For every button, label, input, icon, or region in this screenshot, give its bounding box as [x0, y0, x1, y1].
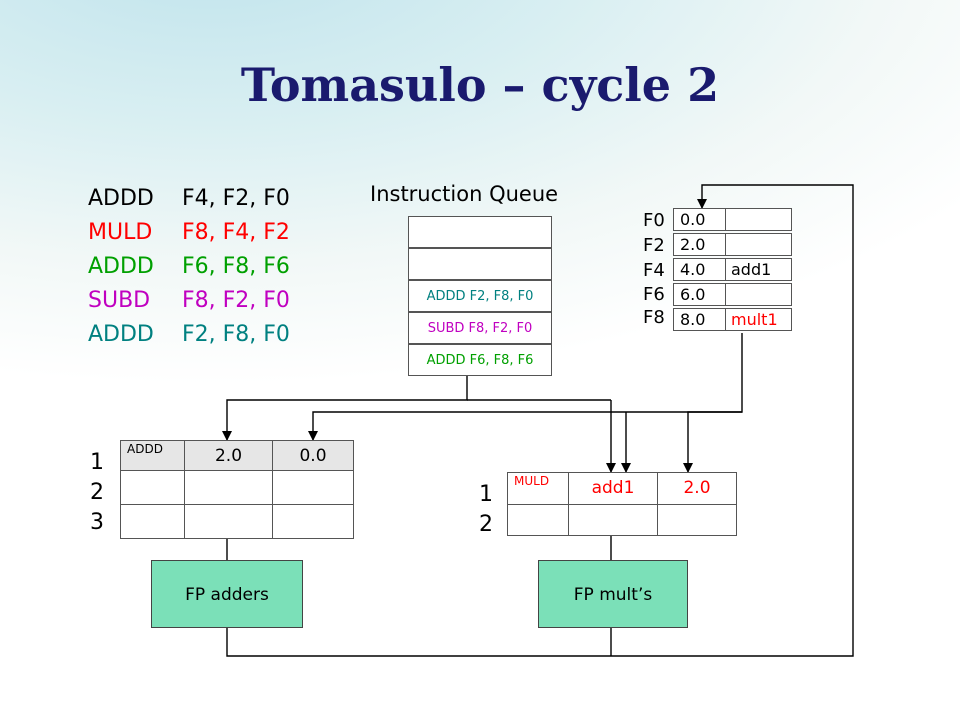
- mult-rs-op: MULD: [507, 472, 569, 505]
- adder-rs-op: ADDD: [120, 440, 185, 471]
- program-line: ADDD F2, F8, F0: [88, 318, 290, 352]
- queue-entry: SUBD F8, F2, F0: [408, 312, 552, 344]
- queue-dispatch-line: [222, 373, 468, 441]
- register-name: F4: [643, 260, 665, 281]
- program-listing: ADDD F4, F2, F0 MULD F8, F4, F2 ADDD F6, F8…: [88, 182, 290, 352]
- register-value: 2.0: [673, 233, 726, 256]
- adder-rs-operand: 0.0: [272, 440, 354, 471]
- program-args: F6, F8, F6: [182, 254, 290, 279]
- register-value: 0.0: [673, 208, 726, 231]
- register-value: 6.0: [673, 283, 726, 306]
- program-line: MULD F8, F4, F2: [88, 216, 290, 250]
- adder-rs-operand: [184, 470, 273, 505]
- mult-rs-op: [507, 504, 569, 536]
- fp-adders-unit: FP adders: [151, 560, 303, 628]
- program-args: F8, F4, F2: [182, 220, 290, 245]
- register-tag: mult1: [725, 308, 792, 331]
- adder-rs-operand: 2.0: [184, 440, 273, 471]
- mult-rs-number: 2: [479, 512, 493, 537]
- adder-rs-operand: [184, 504, 273, 539]
- common-data-bus: [226, 184, 854, 657]
- register-name: F8: [643, 307, 665, 328]
- adder-rs-number: 2: [90, 480, 104, 505]
- register-tag: [725, 233, 792, 256]
- register-tag: add1: [725, 258, 792, 281]
- adder-rs-op: [120, 470, 185, 505]
- program-op: ADDD: [88, 254, 154, 279]
- register-name: F6: [643, 284, 665, 305]
- program-op: ADDD: [88, 322, 154, 347]
- queue-entry: ADDD F6, F8, F6: [408, 344, 552, 376]
- adder-rs-number: 3: [90, 510, 104, 535]
- mult-rs-operand: [657, 504, 737, 536]
- mult-rs-operand: [568, 504, 658, 536]
- program-line: ADDD F4, F2, F0: [88, 182, 290, 216]
- mult-rs-number: 1: [479, 482, 493, 507]
- program-op: SUBD: [88, 288, 151, 313]
- queue-entry: ADDD F2, F8, F0: [408, 280, 552, 312]
- register-value: 8.0: [673, 308, 726, 331]
- program-args: F2, F8, F0: [182, 322, 290, 347]
- adder-rs-operand: [272, 504, 354, 539]
- register-bus-adder: [308, 333, 743, 441]
- adder-rs-number: 1: [90, 450, 104, 475]
- program-args: F4, F2, F0: [182, 186, 290, 211]
- register-tag: [725, 283, 792, 306]
- queue-entry: [408, 216, 552, 248]
- fp-mults-unit: FP mult’s: [538, 560, 688, 628]
- mult-rs-operand: add1: [568, 472, 658, 505]
- register-name: F0: [643, 210, 665, 231]
- program-line: SUBD F8, F2, F0: [88, 284, 290, 318]
- page-title: Tomasulo – cycle 2: [240, 58, 720, 112]
- mult-rs-operand: 2.0: [657, 472, 737, 505]
- program-line: ADDD F6, F8, F6: [88, 250, 290, 284]
- program-args: F8, F2, F0: [182, 288, 290, 313]
- program-op: ADDD: [88, 186, 154, 211]
- adder-rs-op: [120, 504, 185, 539]
- queue-entry: [408, 248, 552, 280]
- register-tag: [725, 208, 792, 231]
- adder-rs-operand: [272, 470, 354, 505]
- register-name: F2: [643, 235, 665, 256]
- program-op: MULD: [88, 220, 153, 245]
- register-bus-mult2: [683, 411, 742, 473]
- instruction-queue-title: Instruction Queue: [370, 182, 559, 206]
- register-value: 4.0: [673, 258, 726, 281]
